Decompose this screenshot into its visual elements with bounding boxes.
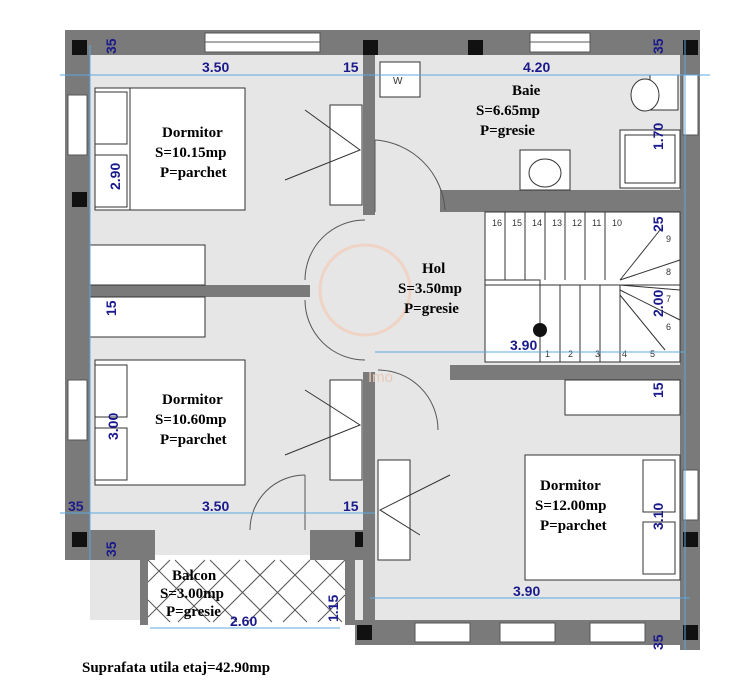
room-balcon: Balcon S=3.00mp P=gresie <box>160 568 224 620</box>
furniture <box>89 61 681 581</box>
dim-label: 2.90 <box>107 163 123 190</box>
room-baie: Baie S=6.65mp P=gresie <box>476 83 541 139</box>
stair-number: 14 <box>532 218 542 228</box>
room-dormitor-1: Dormitor S=10.15mp P=parchet <box>155 125 227 181</box>
stair-number: 11 <box>592 218 601 228</box>
room-name: Dormitor <box>162 392 223 408</box>
room-name: Hol <box>422 261 445 277</box>
dim-label: 15 <box>343 498 359 514</box>
stair-number: 8 <box>666 267 671 277</box>
stair-number: 12 <box>572 218 582 228</box>
dim-label: 1.15 <box>325 595 341 622</box>
interior-walls <box>90 55 680 625</box>
dim-label: 35 <box>103 38 119 54</box>
dimension-lines <box>60 40 710 650</box>
room-dormitor-3: Dormitor S=12.00mp P=parchet <box>535 478 607 534</box>
dim-label: 3.50 <box>202 498 229 514</box>
stair-number: 9 <box>666 234 671 244</box>
room-floor: P=gresie <box>166 604 221 620</box>
room-area: S=6.65mp <box>476 103 540 119</box>
room-floor: P=gresie <box>480 123 535 139</box>
room-name: Dormitor <box>540 478 601 494</box>
dim-label: 35 <box>650 38 666 54</box>
dim-label: 3.00 <box>105 413 121 440</box>
room-dormitor-2: Dormitor S=10.60mp P=parchet <box>155 392 227 448</box>
room-floor: P=parchet <box>160 432 227 448</box>
room-floor: P=gresie <box>404 301 459 317</box>
room-name: Dormitor <box>162 125 223 141</box>
dimension-labels: 3.50 15 4.20 3.90 35 3.50 15 2.60 3.90 3… <box>68 38 666 650</box>
stair-number: 1 <box>545 349 550 359</box>
stair-number: 7 <box>666 294 671 304</box>
balcony-tiles <box>147 559 346 623</box>
dim-label: 15 <box>343 59 359 75</box>
stair-number: 3 <box>595 349 600 359</box>
dim-label: 15 <box>650 382 666 398</box>
stair-number: 2 <box>568 349 573 359</box>
stair-number: 13 <box>552 218 562 228</box>
room-name: Balcon <box>172 568 217 584</box>
door-swings <box>249 139 446 531</box>
windows <box>67 32 699 643</box>
dim-label: 2.60 <box>230 613 257 629</box>
stair-number: 15 <box>512 218 522 228</box>
dim-label: 25 <box>650 216 666 232</box>
stair-number: 5 <box>650 349 655 359</box>
watermark-logo <box>318 243 412 337</box>
dim-label: 3.50 <box>202 59 229 75</box>
room-area: S=10.15mp <box>155 145 226 161</box>
room-area: S=3.50mp <box>398 281 462 297</box>
room-floor: P=parchet <box>540 518 607 534</box>
dim-label: 35 <box>68 498 84 514</box>
room-area: S=12.00mp <box>535 498 606 514</box>
toilet-mark: W <box>393 76 403 87</box>
dim-label: 35 <box>103 541 119 557</box>
dim-label: 1.70 <box>650 123 666 150</box>
balcony-floor <box>140 555 355 625</box>
dim-label: 3.10 <box>650 503 666 530</box>
stair-number: 4 <box>622 349 627 359</box>
dim-label: 4.20 <box>523 59 550 75</box>
stair-number: 10 <box>612 218 622 228</box>
dim-label: 3.90 <box>513 583 540 599</box>
room-floor: P=parchet <box>160 165 227 181</box>
wardrobe-marks <box>284 109 451 536</box>
dim-label: 3.90 <box>510 337 537 353</box>
dim-label: 35 <box>650 634 666 650</box>
staircase: 16 15 14 13 12 11 10 9 8 7 6 5 4 3 2 1 <box>484 211 681 363</box>
room-area: S=10.60mp <box>155 412 226 428</box>
dim-label: 2.00 <box>650 290 666 317</box>
room-name: Baie <box>512 83 541 99</box>
room-hol: Hol S=3.50mp P=gresie <box>398 261 462 317</box>
watermark-text: Imo <box>368 369 393 386</box>
room-area: S=3.00mp <box>160 586 224 602</box>
stair-number: 16 <box>492 218 502 228</box>
dim-label: 15 <box>103 300 119 316</box>
total-area-caption: Suprafata utila etaj=42.90mp <box>82 660 270 676</box>
stair-number: 6 <box>666 322 671 332</box>
